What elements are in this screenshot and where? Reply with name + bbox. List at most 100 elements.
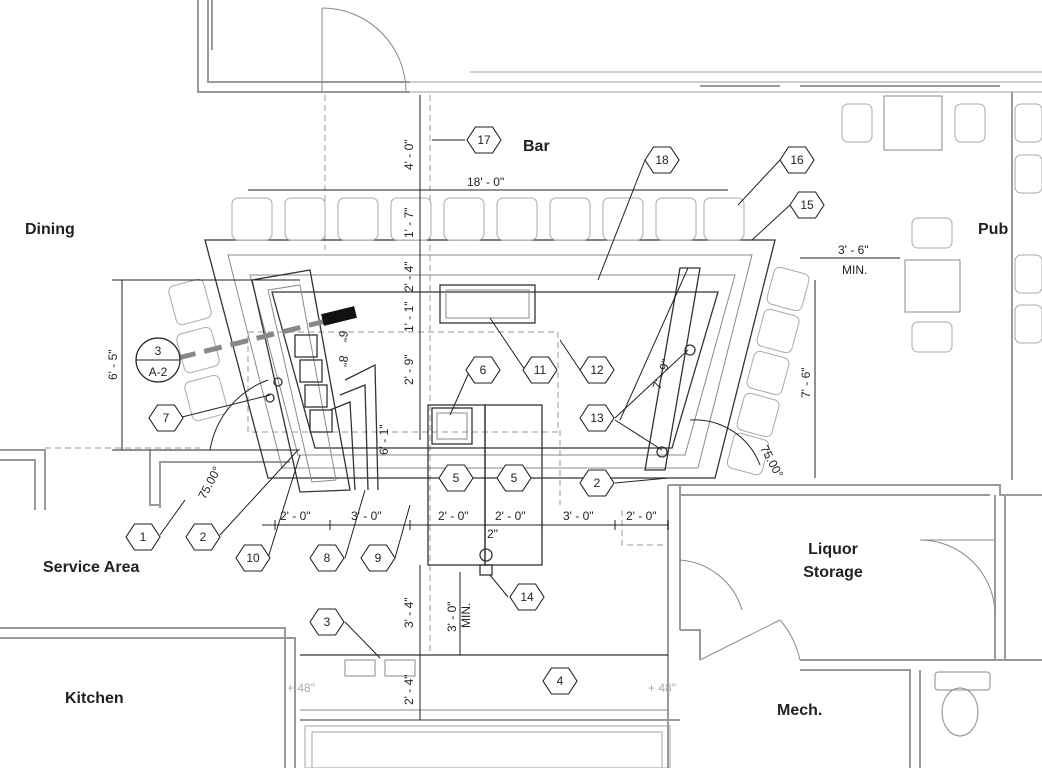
keynote-tag-number: 18 xyxy=(655,153,669,167)
room-label-liquor-storage-line2: Storage xyxy=(803,564,863,581)
keynote-tag-number: 2 xyxy=(200,530,207,544)
pub-furniture xyxy=(841,95,1042,353)
dim-6-5: 6' - 5" xyxy=(106,349,120,380)
tag-leaders xyxy=(159,139,791,659)
keynote-tag: 18 xyxy=(644,146,680,174)
keynote-tag-number: 9 xyxy=(375,551,382,565)
keynote-tag: 2 xyxy=(579,469,615,497)
keynote-tag: 9 xyxy=(360,544,396,572)
dim-2-0-a: 2' - 0" xyxy=(280,509,311,523)
dim-18-0: 18' - 0" xyxy=(467,175,504,189)
dim-min-drain: MIN. xyxy=(459,603,473,628)
keynote-tag-number: 10 xyxy=(246,551,260,565)
keynote-tag-number: 5 xyxy=(511,471,518,485)
keynote-tag-hexagon xyxy=(465,356,501,384)
angle-left: 75.00° xyxy=(195,464,224,502)
dim-7-9: 7' - 9" xyxy=(650,358,674,392)
keynote-tag: 11 xyxy=(522,356,558,384)
keynote-tag-number: 3 xyxy=(324,615,331,629)
keynote-tag-number: 4 xyxy=(557,674,564,688)
keynote-tag: 5 xyxy=(496,464,532,492)
dimension-lines xyxy=(112,95,900,720)
room-label-dining: Dining xyxy=(25,221,75,238)
keynote-tag-hexagon xyxy=(309,544,345,572)
bar-stools xyxy=(168,197,810,476)
keynote-tag-hexagon xyxy=(438,464,474,492)
keynote-tag-hexagon xyxy=(185,523,221,551)
keynote-tag-number: 11 xyxy=(534,363,547,377)
keynote-tag: 1 xyxy=(125,523,161,551)
keynote-tag-hexagon xyxy=(509,583,545,611)
keynote-tag: 2 xyxy=(185,523,221,551)
keynote-tag-hexagon xyxy=(779,146,815,174)
keynote-tag-hexagon xyxy=(579,469,615,497)
bar-equipment xyxy=(265,284,696,711)
keynote-tag-hexagon xyxy=(496,464,532,492)
keynote-tag-hexagon xyxy=(466,126,502,154)
dim-2-inch-small: 2" xyxy=(487,527,498,541)
keynote-tag: 13 xyxy=(579,404,615,432)
section-marker-number: 3 xyxy=(155,344,162,358)
dim-3-4: 3' - 4" xyxy=(402,597,416,628)
room-label-kitchen: Kitchen xyxy=(65,690,124,707)
keynote-tag-hexagon xyxy=(579,356,615,384)
keynote-tag: 14 xyxy=(509,583,545,611)
dim-3-6: 3' - 6" xyxy=(838,243,869,257)
keynote-tag-number: 12 xyxy=(590,363,604,377)
keynote-tag-hexagon xyxy=(309,608,345,636)
keynote-tag: 17 xyxy=(466,126,502,154)
dim-1-1: 1' - 1" xyxy=(402,301,416,332)
room-label-bar: Bar xyxy=(523,138,550,155)
keynote-tag-number: 15 xyxy=(800,198,814,212)
keynote-tag-number: 14 xyxy=(520,590,534,604)
keynote-tag-number: 8 xyxy=(324,551,331,565)
dim-6-1: 6' - 1" xyxy=(377,424,391,455)
keynote-tag: 16 xyxy=(779,146,815,174)
dim-2-0-d: 2' - 0" xyxy=(626,509,657,523)
keynote-tag: 6 xyxy=(465,356,501,384)
keynote-tag-hexagon xyxy=(522,356,558,384)
dim-3-0-b: 3' - 0" xyxy=(563,509,594,523)
dim-2-9: 2' - 9" xyxy=(402,354,416,385)
keynote-tag-hexagon xyxy=(579,404,615,432)
keynote-tag: 8 xyxy=(309,544,345,572)
keynote-tag: 10 xyxy=(235,544,271,572)
reference-lines xyxy=(45,95,668,655)
dim-8-inch: 8" xyxy=(335,354,351,367)
keynote-tag-hexagon xyxy=(125,523,161,551)
dim-2-0-c: 2' - 0" xyxy=(495,509,526,523)
room-label-pub: Pub xyxy=(978,221,1008,238)
keynote-tag-number: 1 xyxy=(140,530,147,544)
dim-3-0-a: 3' - 0" xyxy=(351,509,382,523)
elev-plus48-right: + 48" xyxy=(648,681,676,695)
section-marker-sheet: A-2 xyxy=(149,365,168,379)
keynote-tag-hexagon xyxy=(235,544,271,572)
keynote-tag: 5 xyxy=(438,464,474,492)
keynote-tag-hexagon xyxy=(644,146,680,174)
keynote-tag-hexagon xyxy=(789,191,825,219)
keynote-tag: 12 xyxy=(579,356,615,384)
dim-6-inch: 6" xyxy=(335,329,351,342)
keynote-tag-number: 17 xyxy=(477,133,491,147)
keynote-tag-hexagon xyxy=(542,667,578,695)
keynote-tag-number: 7 xyxy=(163,411,170,425)
elev-plus48-left: + 48" xyxy=(287,681,315,695)
keynote-tag: 7 xyxy=(148,404,184,432)
section-marker: 3 A-2 xyxy=(135,337,181,383)
keynote-tag-number: 5 xyxy=(453,471,460,485)
keynote-tag-hexagon xyxy=(148,404,184,432)
dim-1-7: 1' - 7" xyxy=(402,207,416,238)
keynote-tag: 15 xyxy=(789,191,825,219)
dim-2-4-top: 2' - 4" xyxy=(402,261,416,292)
dim-2-0-b: 2' - 0" xyxy=(438,509,469,523)
dim-4-0: 4' - 0" xyxy=(402,139,416,170)
room-label-liquor-storage-line1: Liquor xyxy=(808,541,858,558)
section-cut-end xyxy=(321,306,357,326)
dim-3-0-min: 3' - 0" xyxy=(445,601,459,632)
keynote-tag-number: 6 xyxy=(480,363,487,377)
keynote-tag-number: 2 xyxy=(594,476,601,490)
keynote-tag: 3 xyxy=(309,608,345,636)
